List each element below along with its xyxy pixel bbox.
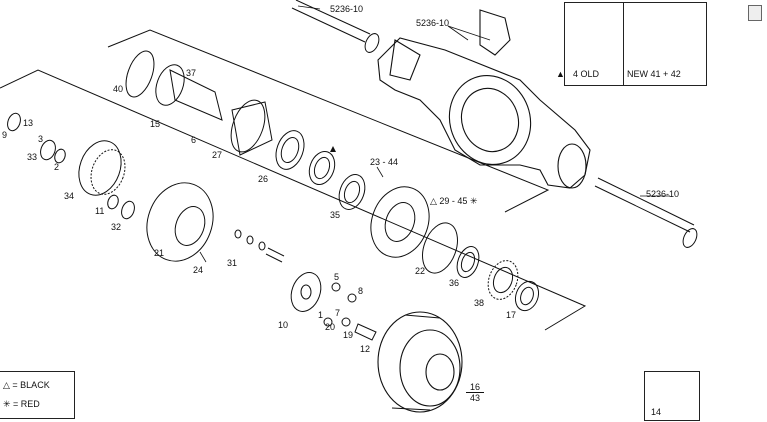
label-11: 11: [95, 206, 105, 216]
part-13-bearing: [7, 112, 66, 164]
label-15: 15: [150, 119, 161, 129]
seal-inset: ▲ 4 OLD NEW 41 + 42: [556, 2, 707, 86]
part-bolts: [323, 282, 377, 341]
label-5: 5: [334, 272, 340, 282]
label-27: 27: [212, 150, 223, 160]
part-26-bearing: [275, 130, 305, 170]
label-21: 21: [154, 248, 165, 258]
ref-drum-bottom: 43: [469, 393, 480, 403]
ref-hub-marker: △ 29 - 45 ✳: [430, 196, 478, 206]
label-37: 37: [186, 68, 197, 78]
label-35: 35: [330, 210, 341, 220]
part-27-cone: [230, 99, 273, 156]
label-6: 6: [191, 135, 197, 145]
fraction-bar: [466, 392, 484, 393]
part-31-pin-set: [234, 229, 285, 263]
part-40-ring: [125, 50, 155, 98]
label-33: 33: [27, 152, 38, 162]
label-9: 9: [2, 130, 8, 140]
label-20: 20: [325, 322, 336, 332]
inset-old-label: 4 OLD: [573, 69, 600, 79]
ref-shaft-right: 5236-10: [646, 189, 680, 199]
inset-divider: [623, 3, 624, 85]
part-21-carrier: [146, 182, 214, 262]
ref-drum-top: 16: [469, 382, 480, 392]
part-brake-drum: [377, 311, 463, 413]
part-37-spindle: [155, 64, 223, 121]
label-13: 13: [23, 118, 34, 128]
label-8: 8: [358, 286, 364, 296]
black-triangle-marker: [330, 146, 336, 152]
axle-shaft-top: [291, 0, 380, 53]
ref-shaft-top: 5236-10: [330, 4, 364, 14]
window-icon[interactable]: [748, 5, 762, 21]
label-2: 2: [54, 162, 60, 172]
legend-black: △ = BLACK: [3, 380, 50, 390]
axle-housing: [377, 9, 591, 189]
label-31: 31: [227, 258, 238, 268]
part-hub: [370, 186, 430, 258]
label-26: 26: [258, 174, 269, 184]
label-38: 38: [474, 298, 485, 308]
ref-housing: 5236-10: [416, 18, 450, 28]
label-23-44: 23 - 44: [370, 157, 399, 167]
part-11-washer: [107, 194, 135, 220]
part-35-bearing: [338, 174, 366, 210]
inset-marker: ▲: [556, 69, 565, 79]
label-36: 36: [449, 278, 460, 288]
assembly-bracket-upper: [107, 29, 550, 213]
label-1: 1: [318, 310, 324, 320]
legend-red: ✳ = RED: [3, 399, 40, 409]
label-10: 10: [278, 320, 289, 330]
label-34: 34: [64, 191, 75, 201]
leader-lines: [199, 5, 670, 263]
label-7: 7: [335, 308, 341, 318]
grease-label: 14: [651, 407, 662, 417]
label-24: 24: [193, 265, 204, 275]
part-34-ring-gear: [78, 140, 126, 196]
label-19: 19: [343, 330, 354, 340]
part-22-ring: [422, 222, 458, 274]
axle-shaft-right: [594, 177, 698, 248]
label-22: 22: [415, 266, 426, 276]
legend-box: △ = BLACK ✳ = RED: [0, 371, 75, 419]
part-17-bearing: [514, 280, 540, 312]
part-38-gear: [487, 260, 519, 300]
assembly-bracket-lower: [0, 69, 587, 331]
label-17: 17: [506, 310, 517, 320]
label-40: 40: [113, 84, 124, 94]
label-3: 3: [38, 134, 44, 144]
part-10-cover: [290, 272, 322, 312]
inset-new-label: NEW 41 + 42: [627, 69, 681, 79]
part-seal: [308, 151, 336, 185]
grease-box: 14: [644, 371, 700, 421]
ref-drum-fraction: 16 43: [466, 382, 484, 403]
label-12: 12: [360, 344, 371, 354]
part-36-bearing: [456, 246, 480, 278]
label-32: 32: [111, 222, 122, 232]
